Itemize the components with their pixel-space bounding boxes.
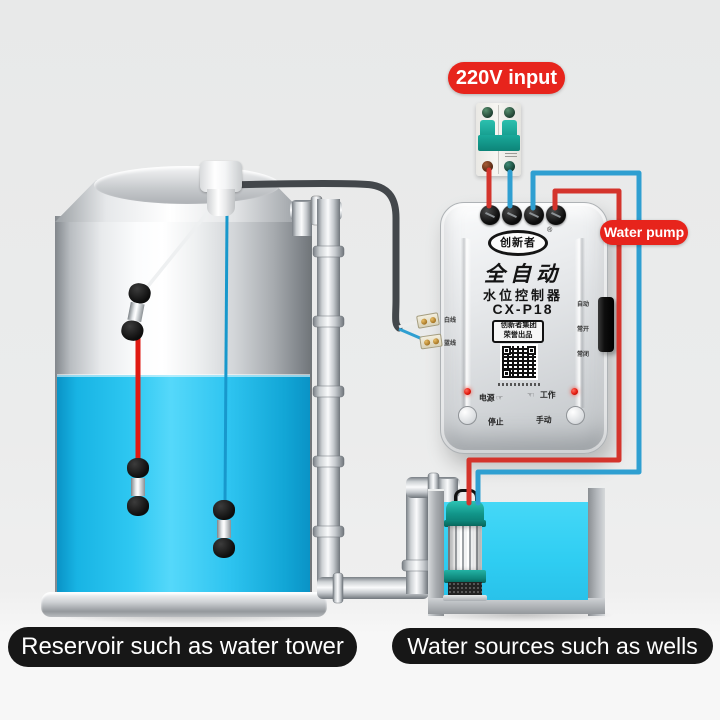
pipe-flange — [312, 315, 345, 328]
white-wire-label: 白线 — [444, 317, 456, 324]
product-title: 全自动 — [484, 263, 562, 286]
pump-body — [448, 526, 482, 572]
water-source-caption: Water sources such as wells — [392, 628, 713, 664]
breaker-toggle — [502, 120, 517, 139]
float-cap-bottom — [127, 496, 149, 516]
mode-rocker-switch — [598, 297, 614, 352]
work-label: 工作 — [540, 391, 556, 400]
power-led — [464, 388, 471, 395]
controller-crease-left — [451, 238, 477, 408]
qr-finder — [502, 346, 511, 355]
qr-finder — [502, 369, 511, 378]
power-label: 电源 — [479, 394, 495, 403]
float-switch-mid — [127, 458, 149, 516]
tank-cap-neck — [207, 189, 235, 216]
bottom-run-pipe — [317, 577, 429, 599]
breaker-toggle — [480, 120, 495, 139]
pump-top — [446, 501, 484, 523]
work-led — [571, 388, 578, 395]
normally-open-label: 常开 — [577, 326, 589, 333]
brand-logo: 创新者 — [488, 230, 548, 256]
pump-band — [444, 570, 486, 583]
pointer-hand-icon: ☜ — [527, 391, 535, 400]
registered-mark: ® — [547, 226, 553, 235]
float3-blue-cable — [223, 213, 229, 504]
tank-base — [41, 592, 327, 617]
auto-label: 自动 — [577, 301, 589, 308]
red-pump-wire — [466, 188, 622, 506]
breaker-terminal — [482, 161, 493, 172]
brand-name: 创新者 — [500, 237, 536, 249]
company-box: 创新者集团 荣誉出品 — [492, 320, 544, 343]
blue-pump-wire — [475, 170, 642, 506]
sensor-cable — [228, 180, 403, 332]
blue-wire-label: 蓝线 — [444, 340, 456, 347]
pipe-flange — [312, 455, 345, 468]
company-line-2: 荣誉出品 — [503, 331, 533, 340]
float-barrel — [131, 478, 145, 496]
breaker-rating-text — [505, 153, 517, 159]
controller-terminal-2 — [502, 205, 522, 225]
well-wall-right — [588, 486, 605, 616]
qr-pattern — [502, 346, 536, 378]
pipe-flange — [312, 245, 345, 258]
reservoir-caption: Reservoir such as water tower — [8, 627, 357, 667]
model-number: CX-P18 — [492, 301, 554, 317]
tank-cap — [200, 161, 242, 192]
controller-crease-right — [569, 238, 595, 408]
controller-terminal-3 — [524, 205, 544, 225]
float-cap-bottom — [213, 538, 235, 558]
breaker-toggle-bar — [478, 135, 520, 151]
product-subtitle: 水位控制器 — [482, 288, 563, 303]
water-pump-label: Water pump — [600, 220, 688, 245]
qr-finder — [527, 346, 536, 355]
qr-caption-microtext — [498, 383, 540, 386]
stop-button — [458, 406, 477, 425]
pipe-collar — [332, 572, 344, 604]
manual-label: 手动 — [536, 416, 552, 425]
normally-closed-label: 常闭 — [577, 351, 589, 358]
220v-input-label: 220V input — [448, 62, 565, 94]
pipe-flange — [312, 525, 345, 538]
float-barrel — [217, 520, 231, 538]
pipe-flange — [312, 385, 345, 398]
tank-water — [57, 375, 310, 596]
controller-terminal-1 — [480, 205, 500, 225]
pointer-hand-icon: ☞ — [496, 394, 504, 403]
qr-code — [500, 344, 538, 380]
float-cap-top — [213, 500, 235, 520]
manual-button — [566, 406, 585, 425]
tank-waterline — [57, 374, 310, 377]
well-wall-left — [428, 489, 444, 616]
float-cap-top — [127, 458, 149, 478]
pump-base-plate — [443, 595, 487, 601]
pump-clamp — [444, 520, 486, 527]
stop-label: 停止 — [488, 418, 504, 427]
breaker-terminal — [504, 107, 515, 118]
float-switch-low — [213, 500, 235, 558]
float1-cable — [138, 194, 223, 298]
breaker-terminal — [504, 161, 515, 172]
company-line-1: 创新者集团 — [500, 321, 537, 330]
tank-inlet-stub — [292, 202, 312, 236]
well-wall-bottom — [428, 598, 605, 614]
pump-strainer — [448, 582, 482, 596]
breaker-terminal — [482, 107, 493, 118]
controller-terminal-4 — [546, 205, 566, 225]
